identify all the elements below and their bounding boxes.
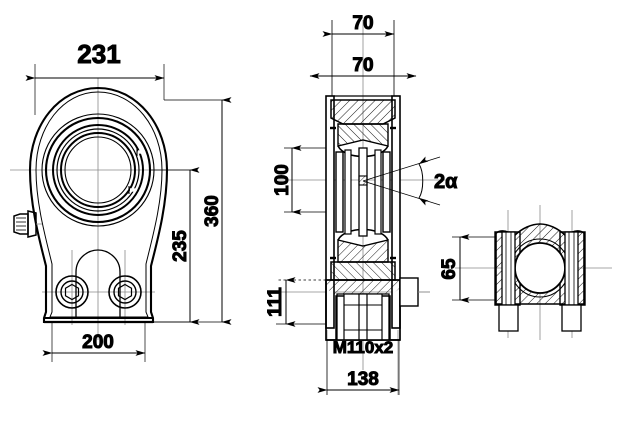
clamp-main-body (495, 223, 585, 305)
top-cap (330, 99, 396, 158)
dimension-100: 100 (272, 145, 326, 215)
dimension-138: 138 (317, 340, 400, 395)
dimension-70-lower: 70 (309, 48, 417, 96)
dimension-235: 235 (151, 167, 200, 325)
dimension-angle-2alpha: 2α (362, 156, 459, 206)
seal-gap-marks (130, 150, 144, 192)
dimension-138-label: 138 (347, 369, 379, 390)
dimension-235-label: 235 (170, 230, 191, 262)
dimension-111: 111 (265, 277, 326, 327)
eye-body-inner-contour (35, 91, 163, 318)
dimension-100-label: 100 (272, 164, 293, 196)
clamp-bolt-right (561, 231, 582, 332)
grease-nipple (13, 210, 42, 238)
thread-spec-label: M110x2 (333, 338, 394, 357)
hex-socket-left (64, 283, 80, 301)
clamp-bolt-left (498, 231, 519, 332)
housing-bore-ring (44, 116, 152, 224)
race-sleeve-right (382, 151, 391, 233)
bearing-outer-race-inner (56, 128, 140, 212)
dimension-111-label: 111 (265, 287, 286, 317)
inner-sleeve-right (374, 149, 382, 235)
dimension-360: 360 (153, 97, 232, 325)
inner-sleeve-left (344, 149, 352, 235)
side-lug (399, 277, 419, 307)
bearing-ball-center (358, 175, 368, 186)
bearing-pin (358, 147, 368, 237)
dimension-70-lower-label: 70 (352, 55, 373, 76)
bearing-inner-race (60, 132, 136, 208)
seal-marks (330, 126, 396, 260)
seal-gap-ticks (128, 148, 138, 194)
bearing-outer-race (52, 124, 144, 216)
dimension-65-label: 65 (439, 258, 460, 280)
bolt-boss-right (108, 275, 142, 309)
dimension-200-label: 200 (82, 332, 114, 353)
bottom-relief-slot (75, 249, 121, 318)
front-view (10, 78, 196, 340)
threaded-shank (325, 277, 430, 341)
clamp-view (455, 205, 612, 340)
section-view (276, 20, 450, 395)
bearing-ball-bore (64, 136, 132, 204)
dimension-200: 200 (42, 322, 146, 362)
race-sleeve-left (335, 151, 344, 233)
hex-socket-right (117, 283, 133, 301)
dimension-360-label: 360 (202, 195, 223, 227)
dimension-65: 65 (439, 234, 495, 303)
dimension-70-upper: 70 (322, 13, 395, 48)
thread-callout: M110x2 (332, 338, 394, 358)
barrel-wall-right (391, 95, 401, 329)
dimension-231: 231 (25, 39, 165, 115)
bolt-boss-left (55, 275, 89, 309)
bottom-cap (330, 228, 396, 281)
dimension-70-upper-label: 70 (352, 13, 373, 34)
dimension-231-label: 231 (77, 39, 120, 69)
dimension-2alpha-label: 2α (434, 171, 458, 193)
